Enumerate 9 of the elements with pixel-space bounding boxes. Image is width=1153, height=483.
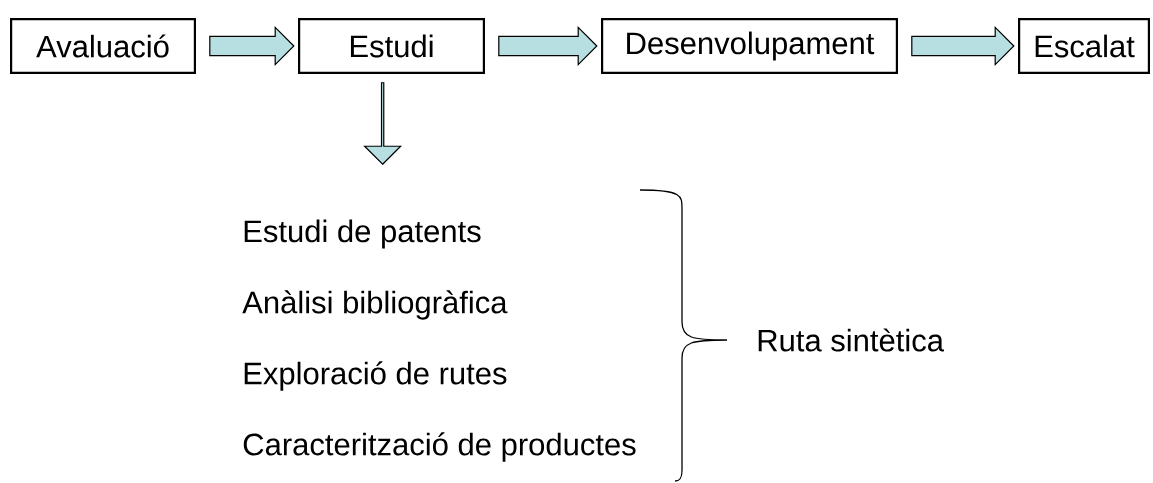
process-box: Avaluació [10, 18, 196, 74]
process-box: Escalat [1018, 18, 1150, 74]
process-box: Estudi [298, 18, 485, 74]
list-text: Exploració de rutes [244, 361, 507, 391]
list-text: Ruta sintètica [758, 328, 944, 352]
list-text: Estudi de patents [244, 219, 481, 249]
process-box: Desenvolupament [601, 18, 898, 74]
list-text: Anàlisi bibliogràfica [242, 290, 508, 320]
list-text: Caracterització de productes [243, 432, 636, 462]
